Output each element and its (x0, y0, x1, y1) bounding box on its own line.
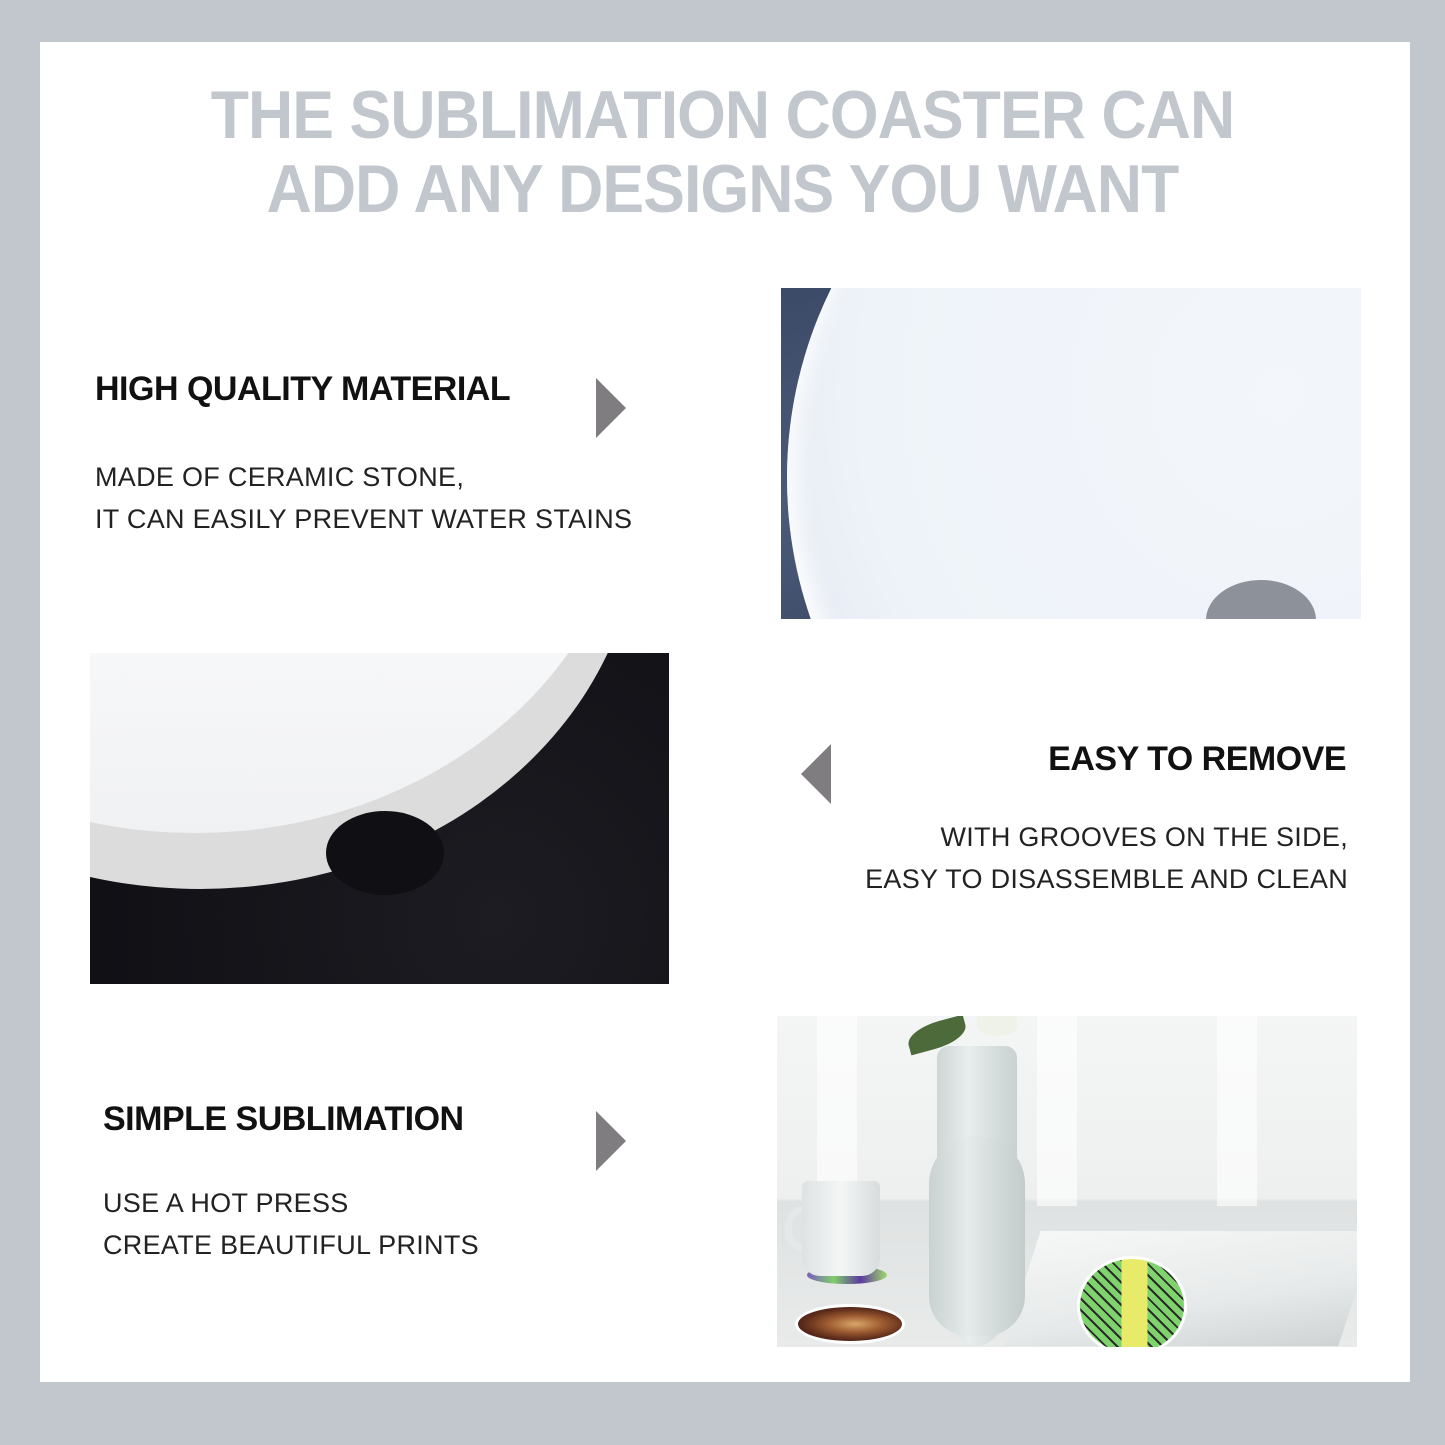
headline-line-2: ADD ANY DESIGNS YOU WANT (266, 151, 1180, 227)
feature-description: WITH GROOVES ON THE SIDE, EASY TO DISASS… (865, 816, 1348, 900)
headline-line-1: THE SUBLIMATION COASTER CAN (210, 77, 1236, 153)
coaster-groove (326, 811, 444, 895)
coaster-groove-photo (90, 653, 669, 984)
lifestyle-scene-photo (777, 1016, 1357, 1347)
curtain-fold (1037, 1016, 1077, 1206)
coaster-disc (787, 288, 1361, 619)
rose-bud (977, 1016, 1017, 1036)
vase-body (929, 1136, 1025, 1336)
feature-desc-line-1: MADE OF CERAMIC STONE, (95, 462, 465, 492)
mug-handle (785, 1206, 815, 1252)
feature-desc-line-2: IT CAN EASILY PREVENT WATER STAINS (95, 504, 633, 534)
triangle-right-icon (596, 1111, 626, 1171)
feature-desc-line-2: EASY TO DISASSEMBLE AND CLEAN (865, 864, 1348, 894)
coaster-art-print (1077, 1256, 1187, 1347)
coaster-dog-print (795, 1304, 905, 1344)
curtain-fold (1217, 1016, 1257, 1206)
feature-desc-line-1: WITH GROOVES ON THE SIDE, (940, 822, 1348, 852)
feature-desc-line-2: CREATE BEAUTIFUL PRINTS (103, 1230, 479, 1260)
mug (802, 1181, 880, 1276)
coaster-glossy-photo (781, 288, 1361, 619)
feature-description: MADE OF CERAMIC STONE, IT CAN EASILY PRE… (95, 456, 632, 540)
feature-title: SIMPLE SUBLIMATION (103, 1100, 464, 1138)
curtain-fold (817, 1016, 857, 1206)
feature-title: EASY TO REMOVE (1048, 740, 1346, 778)
page-headline: THE SUBLIMATION COASTER CAN ADD ANY DESI… (0, 78, 1445, 226)
feature-description: USE A HOT PRESS CREATE BEAUTIFUL PRINTS (103, 1182, 479, 1266)
triangle-left-icon (801, 744, 831, 804)
feature-desc-line-1: USE A HOT PRESS (103, 1188, 349, 1218)
triangle-right-icon (596, 378, 626, 438)
feature-title: HIGH QUALITY MATERIAL (95, 370, 511, 408)
